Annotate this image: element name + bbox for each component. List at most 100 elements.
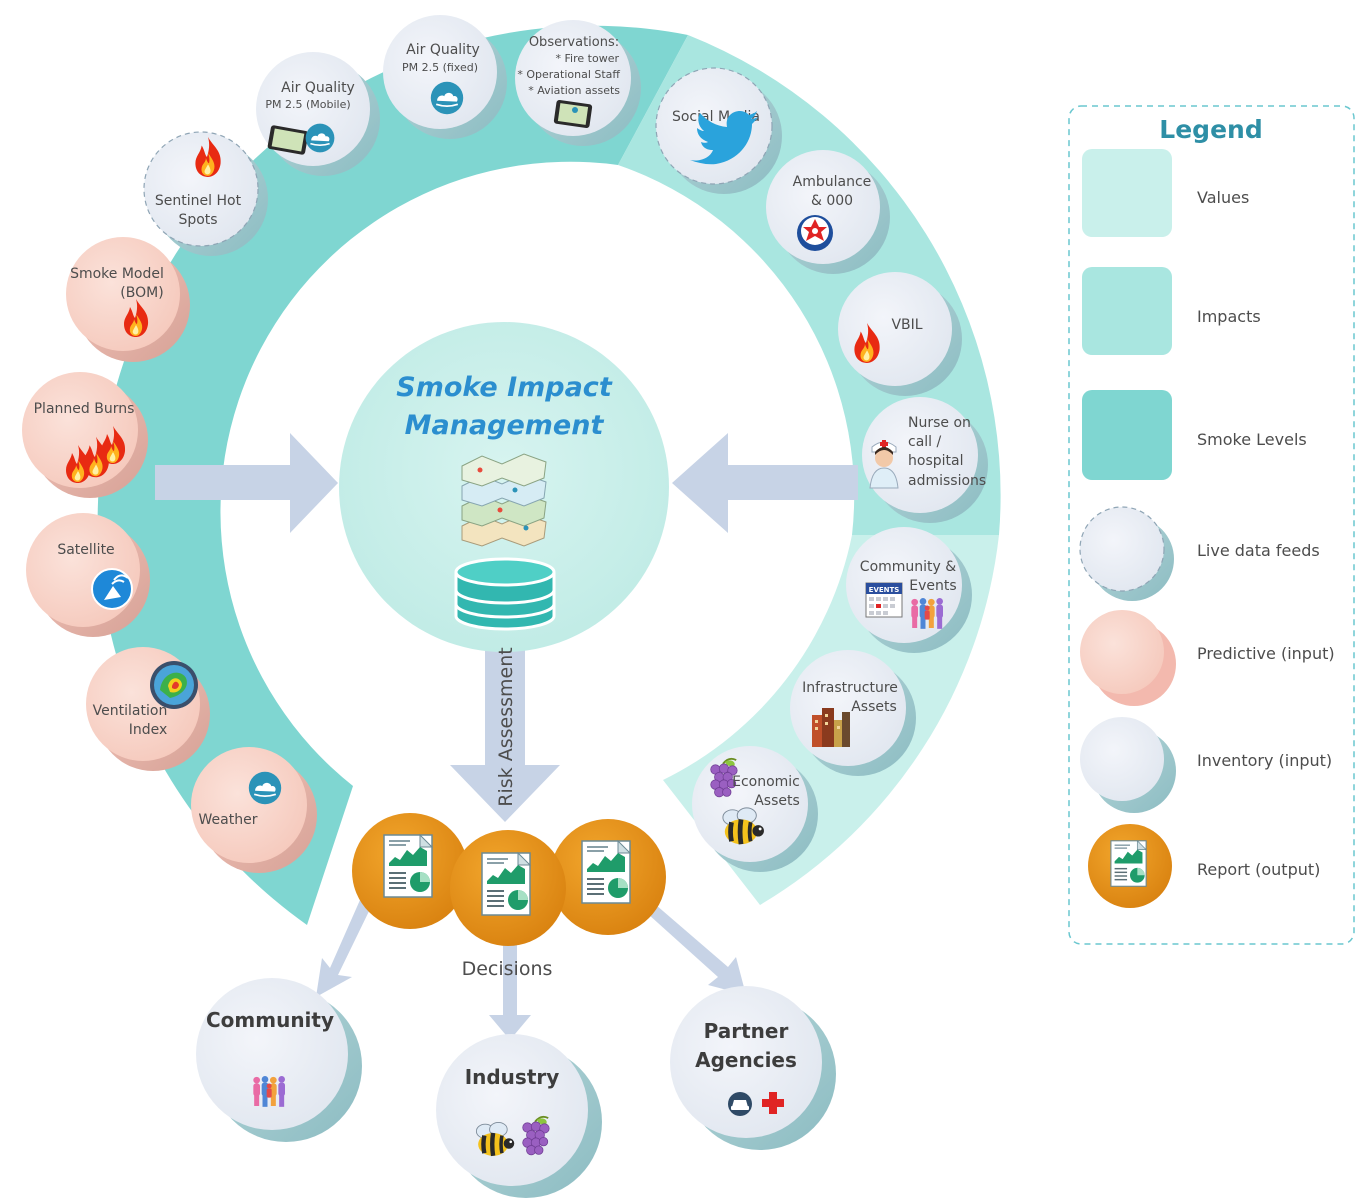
legend-label-values: Values xyxy=(1197,188,1249,207)
svg-text:Industry: Industry xyxy=(465,1065,560,1089)
svg-text:Air Quality: Air Quality xyxy=(406,42,480,58)
report-output-2 xyxy=(450,830,566,946)
weather-radar-icon xyxy=(150,661,198,709)
svg-text:Ambulance: Ambulance xyxy=(793,174,872,190)
nurse-icon xyxy=(869,440,899,489)
ambulance-badge-icon xyxy=(797,215,833,251)
buildings-icon xyxy=(812,708,850,747)
svg-text:* Fire tower: * Fire tower xyxy=(556,52,620,65)
legend-swatch-values xyxy=(1082,149,1172,237)
air-quality-mobile-node: Air Quality PM 2.5 (Mobile) xyxy=(256,52,380,176)
report-icon xyxy=(480,851,532,917)
svg-text:* Operational Staff: * Operational Staff xyxy=(517,68,620,81)
red-cross-icon xyxy=(762,1092,784,1114)
svg-text:Planned Burns: Planned Burns xyxy=(34,401,135,417)
svg-text:hospital: hospital xyxy=(908,453,963,469)
police-car-icon xyxy=(728,1092,752,1116)
legend-label-report: Report (output) xyxy=(1197,860,1320,879)
legend-label-inventory: Inventory (input) xyxy=(1197,751,1332,770)
layered-maps-icon xyxy=(461,453,547,547)
svg-text:Observations:: Observations: xyxy=(529,35,619,50)
legend-swatch-report xyxy=(1088,824,1172,908)
legend-label-impacts: Impacts xyxy=(1197,307,1261,326)
legend-label-live-data: Live data feeds xyxy=(1197,541,1320,560)
weather-node: Weather xyxy=(191,747,317,873)
legend-swatch-inventory xyxy=(1080,717,1176,813)
economic-assets-node: Economic Assets xyxy=(692,746,818,872)
twitter-bird-icon xyxy=(690,111,758,165)
svg-text:* Aviation assets: * Aviation assets xyxy=(528,84,620,97)
report-icon xyxy=(580,839,632,905)
tablet-map-icon xyxy=(553,99,593,129)
community-events-node: Community & Events EVENTS xyxy=(846,527,972,653)
svg-text:Satellite: Satellite xyxy=(57,542,114,558)
tablet-map-icon xyxy=(267,125,309,155)
legend-swatch-live-data xyxy=(1079,506,1174,601)
svg-text:(BOM): (BOM) xyxy=(120,285,163,301)
report-icon xyxy=(382,833,434,899)
ventilation-index-node: Ventilation Index xyxy=(86,647,210,771)
svg-text:Partner: Partner xyxy=(704,1019,789,1043)
svg-text:Sentinel Hot: Sentinel Hot xyxy=(155,193,242,209)
svg-text:VBIL: VBIL xyxy=(891,317,922,333)
svg-text:Assets: Assets xyxy=(851,699,897,715)
svg-text:Infrastructure: Infrastructure xyxy=(802,680,898,696)
svg-text:Index: Index xyxy=(129,722,168,738)
center-title-line1: Smoke Impact xyxy=(396,372,613,403)
legend-title: Legend xyxy=(1159,115,1262,144)
risk-assessment-arrow xyxy=(450,640,560,822)
svg-text:Assets: Assets xyxy=(754,793,800,809)
decision-arrow-industry xyxy=(489,945,531,1040)
svg-text:Agencies: Agencies xyxy=(695,1048,797,1072)
decision-arrow-community xyxy=(316,900,372,997)
legend-swatch-smoke-levels xyxy=(1082,390,1172,480)
observations-node: Observations: * Fire tower * Operational… xyxy=(515,20,641,146)
smoke-levels-ring xyxy=(97,25,688,925)
vbil-node: VBIL xyxy=(838,272,962,396)
svg-text:& 000: & 000 xyxy=(811,193,853,209)
svg-text:Nurse on: Nurse on xyxy=(908,415,971,431)
satellite-icon xyxy=(91,568,133,610)
legend-label-smoke-levels: Smoke Levels xyxy=(1197,430,1307,449)
svg-text:Smoke Model: Smoke Model xyxy=(70,266,164,282)
svg-text:Weather: Weather xyxy=(199,812,258,828)
social-media-node: Social Media xyxy=(655,67,782,194)
legend-swatch-impacts xyxy=(1082,267,1172,355)
satellite-node: Satellite xyxy=(26,513,150,637)
left-input-arrow xyxy=(155,433,338,533)
svg-text:EVENTS: EVENTS xyxy=(869,586,900,594)
legend: Legend Values Impacts Smoke Levels Live … xyxy=(1068,105,1355,945)
svg-text:Ventilation: Ventilation xyxy=(93,703,168,719)
svg-text:admissions: admissions xyxy=(908,473,986,489)
community-output-node: Community xyxy=(196,978,362,1142)
right-input-arrow xyxy=(672,433,858,533)
events-calendar-icon: EVENTS xyxy=(865,582,903,618)
database-icon xyxy=(454,557,556,631)
infrastructure-assets-node: Infrastructure Assets xyxy=(790,650,916,776)
cloud-icon xyxy=(247,770,283,806)
svg-text:Events: Events xyxy=(909,578,956,594)
report-output-3 xyxy=(550,819,666,935)
cloud-icon xyxy=(304,122,336,154)
svg-text:PM 2.5 (Mobile): PM 2.5 (Mobile) xyxy=(265,98,350,111)
report-icon xyxy=(1110,840,1147,888)
decisions-label: Decisions xyxy=(462,958,553,980)
svg-text:Air Quality: Air Quality xyxy=(281,80,355,96)
industry-output-node: Industry xyxy=(436,1034,602,1198)
center-title-line2: Management xyxy=(405,410,605,441)
cloud-icon xyxy=(429,80,465,116)
report-output-1 xyxy=(352,813,468,929)
svg-text:Community &: Community & xyxy=(860,559,956,575)
svg-text:call /: call / xyxy=(908,434,942,450)
sentinel-hot-spots-node: Sentinel Hot Spots xyxy=(143,131,268,256)
smoke-model-node: Smoke Model (BOM) xyxy=(66,237,190,362)
partner-agencies-output-node: Partner Agencies xyxy=(670,986,836,1150)
nurse-on-call-node: Nurse on call / hospital admissions xyxy=(862,397,988,523)
svg-text:Spots: Spots xyxy=(178,212,217,228)
decision-arrow-partner xyxy=(648,905,746,995)
svg-text:PM 2.5 (fixed): PM 2.5 (fixed) xyxy=(402,61,478,74)
risk-assessment-label: Risk Assessment xyxy=(495,647,517,806)
planned-burns-node: Planned Burns xyxy=(22,372,148,498)
air-quality-fixed-node: Air Quality PM 2.5 (fixed) xyxy=(383,15,507,139)
